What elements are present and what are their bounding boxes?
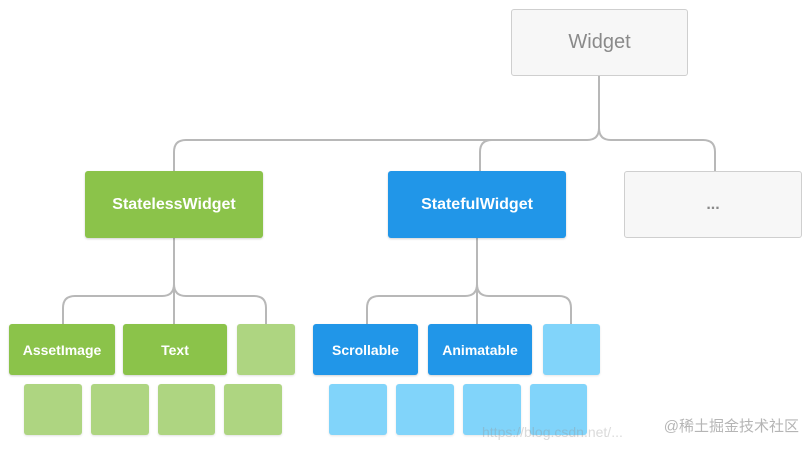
scrollable-node: Scrollable [313, 324, 418, 375]
stateful-widget-node: StatefulWidget [388, 171, 566, 238]
widget-node: Widget [511, 9, 688, 76]
green-leaf-box-4 [224, 384, 282, 435]
blue-leaf-box-2 [396, 384, 454, 435]
watermark-url: https://blog.csdn.net/... [482, 424, 623, 440]
connector-stateful-left [366, 283, 478, 324]
blue-leaf-box-4 [530, 384, 587, 435]
green-leaf-box-1 [24, 384, 82, 435]
connector-root-mid [479, 139, 493, 171]
stateless-unlabeled-child-node [237, 324, 295, 375]
connector-stateless-right [173, 283, 267, 324]
green-leaf-box-2 [91, 384, 149, 435]
connector-root-right [598, 127, 716, 171]
green-leaf-box-3 [158, 384, 215, 435]
blue-leaf-box-3 [463, 384, 521, 435]
connector-root-trunk [173, 76, 600, 171]
more-widgets-node: ... [624, 171, 802, 238]
stateless-widget-node: StatelessWidget [85, 171, 263, 238]
connector-stateful-right [476, 283, 572, 324]
connector-stateless-left [62, 283, 175, 324]
animatable-node: Animatable [428, 324, 532, 375]
watermark-site: @稀土掘金技术社区 [663, 418, 799, 435]
asset-image-node: AssetImage [9, 324, 115, 375]
text-node: Text [123, 324, 227, 375]
stateful-unlabeled-child-node [543, 324, 600, 375]
blue-leaf-box-1 [329, 384, 387, 435]
